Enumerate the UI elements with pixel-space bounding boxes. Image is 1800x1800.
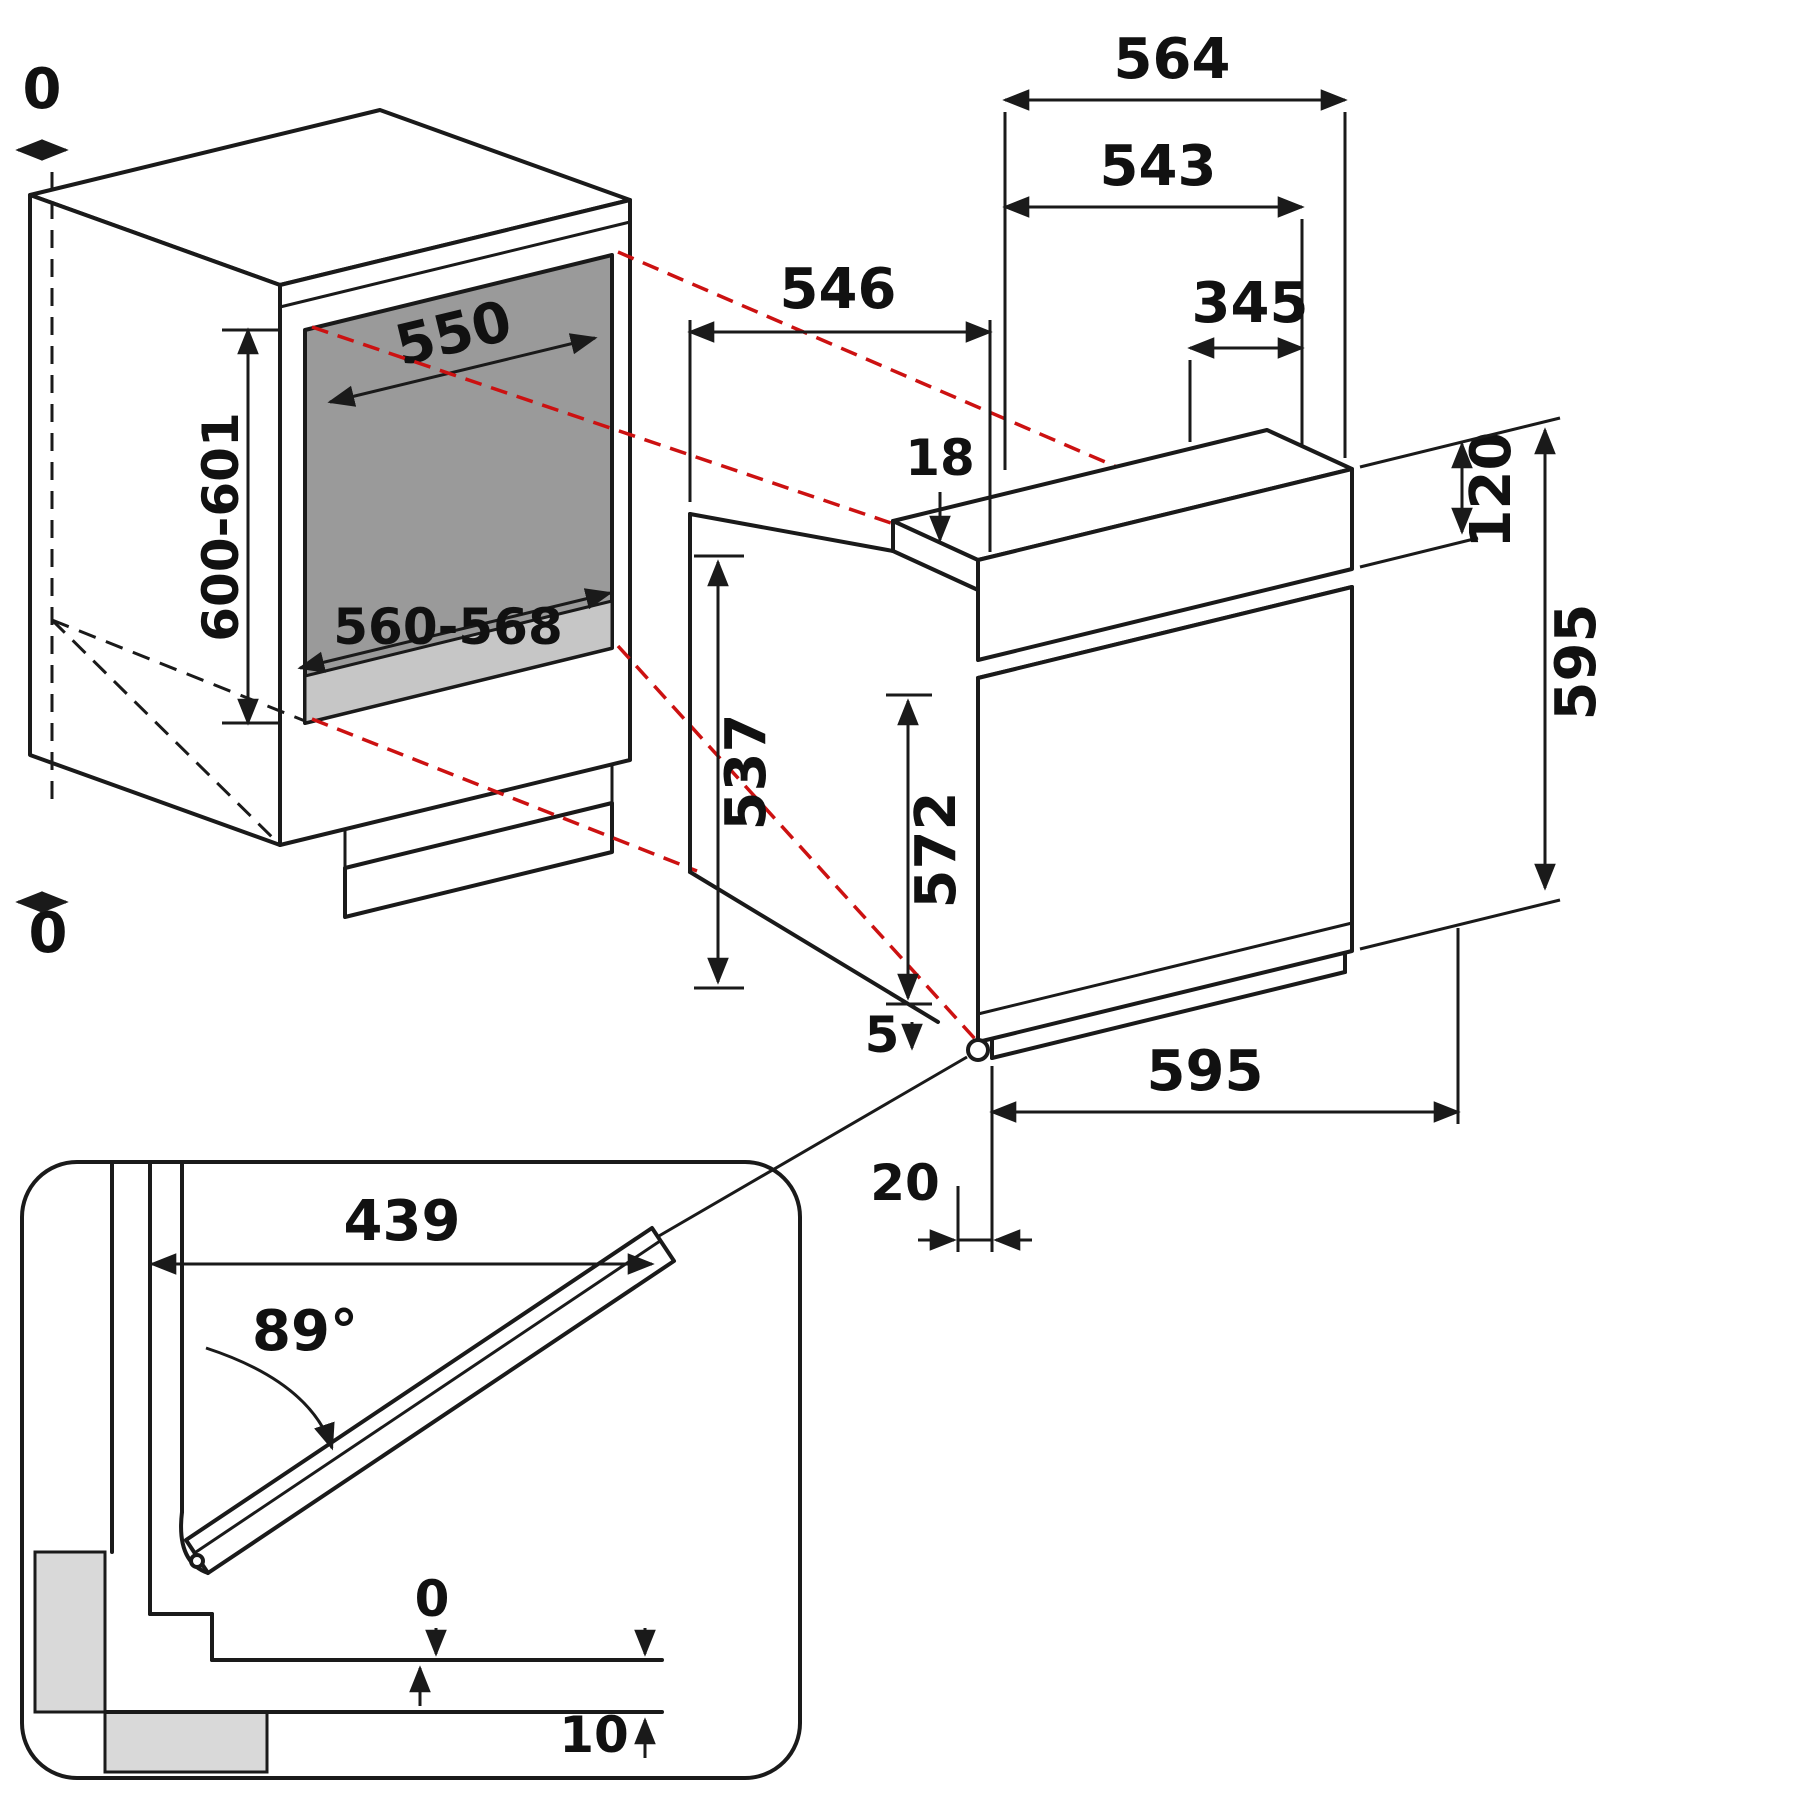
door-bottom-band bbox=[977, 921, 1353, 1016]
base-front-edge bbox=[990, 970, 1347, 1060]
oven-control-panel bbox=[976, 467, 1354, 662]
body-top-edge bbox=[688, 512, 895, 553]
dim-label-height: 595 bbox=[1544, 604, 1609, 721]
cabinet-section-side bbox=[33, 1550, 107, 1714]
dim-label-side-height: 537 bbox=[714, 714, 779, 831]
dim-label-bottom-gap: 0 bbox=[29, 901, 68, 966]
hinge-curve bbox=[179, 1510, 210, 1575]
dim-label-niche-height: 600-601 bbox=[192, 412, 250, 642]
dim-label-gap-bottom: 10 bbox=[559, 1706, 629, 1764]
dim-label-door-angle: 89° bbox=[252, 1299, 358, 1364]
dim-label-gap-zero: 0 bbox=[415, 1570, 450, 1628]
door-bumper bbox=[966, 1038, 990, 1062]
cabinet-drawing bbox=[28, 108, 632, 919]
dim-label-door-length: 439 bbox=[344, 1189, 461, 1254]
ext-line bbox=[1359, 898, 1561, 951]
door-pivot bbox=[189, 1553, 205, 1569]
counter-edge-line bbox=[279, 220, 631, 309]
door-inner-line bbox=[195, 1239, 661, 1554]
hidden-edge-line bbox=[50, 618, 280, 845]
detail-panel bbox=[20, 1160, 802, 1780]
oven-dimensions: 546 564 543 345 18 120 595 537 bbox=[687, 27, 1609, 1252]
top-seam-edge bbox=[891, 549, 980, 592]
hidden-edge-line bbox=[51, 618, 306, 723]
ext-line bbox=[1359, 416, 1561, 469]
door-detail-inset: 439 89° 0 10 bbox=[20, 1055, 968, 1780]
dim-label-plinth-recess: 20 bbox=[870, 1154, 940, 1212]
oven-drawing bbox=[688, 428, 1354, 1062]
ext-line bbox=[1359, 536, 1479, 569]
dim-label-depth-overall: 564 bbox=[1114, 27, 1231, 92]
cabinet-plinth bbox=[343, 801, 614, 919]
projection-line bbox=[311, 325, 892, 525]
dim-arc-door-angle bbox=[205, 1346, 335, 1451]
dim-line-niche-width bbox=[297, 588, 613, 673]
dim-label-rear-height: 572 bbox=[904, 792, 969, 909]
dim-label-foot-gap: 5 bbox=[865, 1006, 900, 1064]
dim-label-top-gap: 0 bbox=[23, 57, 62, 122]
dim-label-width: 595 bbox=[1147, 1039, 1264, 1104]
dim-label-depth-body: 543 bbox=[1100, 134, 1217, 199]
body-bottom-edge bbox=[688, 870, 940, 1024]
oven-door bbox=[976, 585, 1354, 1044]
projection-line bbox=[311, 717, 698, 873]
callout-line bbox=[651, 1055, 968, 1242]
dim-label-panel-height: 120 bbox=[1459, 432, 1524, 549]
dim-label-niche-width: 560-568 bbox=[333, 598, 563, 656]
dim-label-depth-345: 345 bbox=[1192, 271, 1309, 336]
dim-label-depth-builtin: 546 bbox=[780, 257, 897, 322]
dim-line-niche-depth bbox=[327, 333, 598, 407]
dim-label-top-step: 18 bbox=[905, 429, 975, 487]
cabinet-section-bottom bbox=[103, 1710, 269, 1774]
